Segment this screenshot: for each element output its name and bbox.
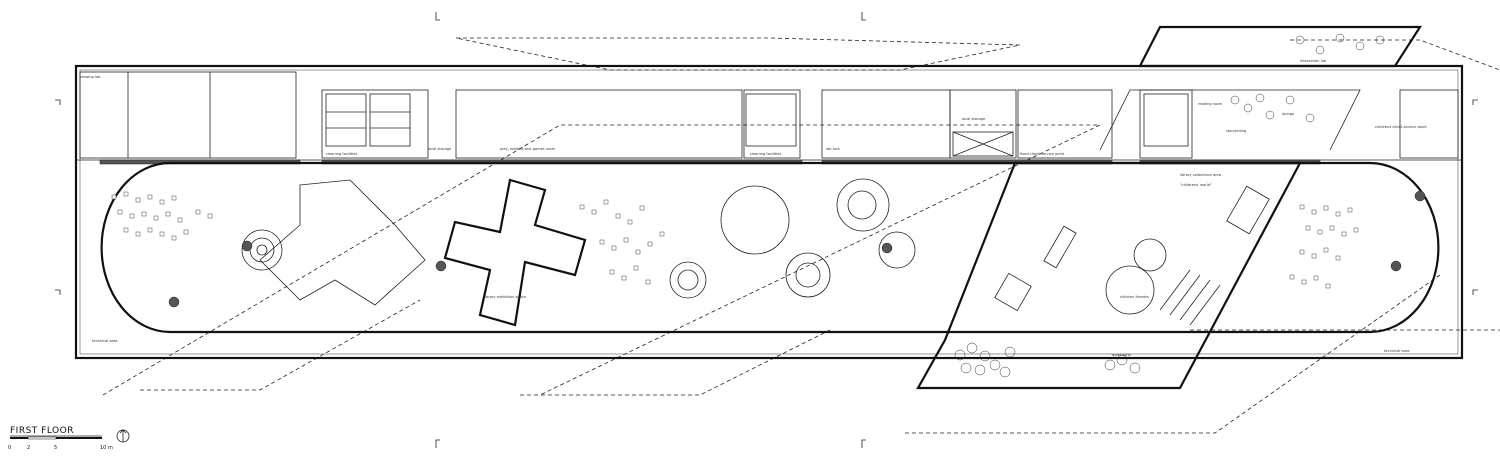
scale-tick-0: 0 [8,445,11,451]
label-childrens-world: "childrens' world" [1180,183,1212,187]
label-local-storage-2: local storage [962,117,986,121]
title-block: FIRST FLOOR 0 2 5 10 m [8,426,130,451]
label-library-collections: library collections area [1180,173,1221,177]
label-lounge: lounge [1282,112,1295,116]
diagonal-wing [916,161,1302,390]
room-labels: viewing lab cleaning facilities local st… [80,59,1427,357]
label-interaction-lab: interaction lab [1300,59,1327,63]
building-outline [74,64,1464,360]
drawing-title: FIRST FLOOR [10,426,74,436]
tree-clusters [954,33,1385,378]
round-features [241,178,1167,315]
label-technical-area-right: technical area [1384,349,1409,353]
label-local-storage-1: local storage [428,147,452,151]
label-viewing-lab: viewing lab [80,75,101,79]
section-markers [55,12,1478,448]
label-technical-area-left: technical area [92,339,117,343]
top-rooms-band [76,71,1462,165]
label-fixed-client-service: fixed client-service point [1020,152,1065,156]
stair-cores [325,93,1189,157]
scale-tick-5: 5 [54,445,57,451]
label-library-exhibition: library exhibition space [484,295,527,299]
label-lab-lock: lab lock [826,147,841,151]
label-cleaning-facilities-2: cleaning facilities [750,152,781,156]
gallery-loop [100,161,1440,334]
label-childrens-client-service: childrens client-service point [1375,125,1427,129]
label-play-reading: play, reading and games room [500,147,556,151]
label-storytelling: storytelling [1226,129,1246,133]
dashed-projection-lines [102,37,1500,434]
seating-middle [579,199,665,285]
columns [168,190,1426,308]
label-childrens-theatre: children theatre [1120,295,1149,299]
label-cleaning-facilities: cleaning facilities [326,152,357,156]
label-reading-room: reading room [1198,102,1223,106]
bookshelves [994,185,1270,326]
scale-tick-2: 2 [27,445,30,451]
scale-tick-10: 10 m [100,445,113,451]
seating-left [111,191,213,241]
exhibition-cross [443,178,587,327]
seating-right [1289,204,1359,289]
label-quiet-zone: quiet zone [1112,353,1132,357]
